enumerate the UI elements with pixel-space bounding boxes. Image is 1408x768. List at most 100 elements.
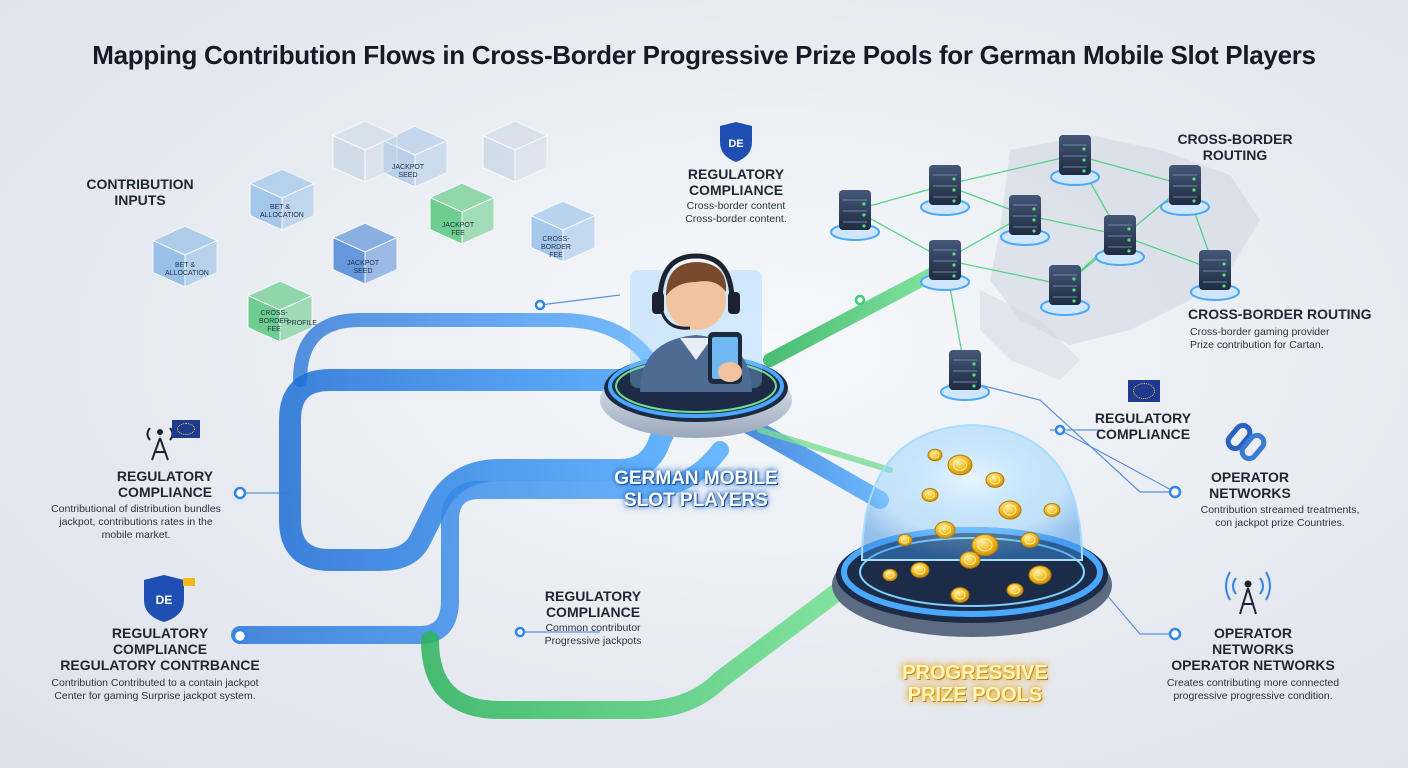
top-regulatory-line1: REGULATORY (687, 166, 785, 182)
coin-icon (927, 448, 943, 462)
operator-2-line3: OPERATOR NETWORKS (1171, 657, 1335, 673)
right-regulatory-label: REGULATORY COMPLIANCE (1080, 410, 1206, 442)
left-regulatory-2-line3: REGULATORY CONTRBANCE (60, 657, 260, 673)
left-regulatory-2-desc-line2: Center for gaming Surprise jackpot syste… (54, 690, 256, 702)
coin-icon (897, 533, 913, 547)
top-regulatory-label: REGULATORY COMPLIANCE (670, 166, 802, 198)
top-regulatory-desc: Cross-border content Cross-border conten… (656, 200, 816, 226)
server-node-icon (1160, 165, 1210, 216)
left-regulatory-2-line1: REGULATORY (111, 625, 209, 641)
cube-label: BET & ALLOCATION (165, 262, 209, 277)
europe-map-south (980, 290, 1080, 380)
routing-top-line2: ROUTING (1202, 147, 1268, 163)
coin-icon (921, 487, 939, 503)
signal-tower-icon-right (1225, 571, 1271, 615)
cube-label: JACKPOT SEED (346, 260, 380, 275)
contribution-cube-icon (246, 280, 314, 343)
operator-2-line1: OPERATOR (1213, 625, 1293, 641)
coin-icon (950, 587, 970, 603)
operator-1-desc-line1: Contribution streamed treatments, (1200, 504, 1360, 516)
green-flow-pool-link (757, 427, 893, 473)
server-nodes (830, 135, 1240, 401)
coin-icon (882, 568, 898, 582)
routing-right-desc: Cross-border gaming provider Prize contr… (1190, 326, 1390, 352)
coin-icon (910, 562, 930, 578)
left-regulatory-1-desc-line1: Contributional of distribution bundles (51, 503, 221, 515)
server-node-icon (940, 350, 990, 401)
server-node-icon (1040, 265, 1090, 316)
left-shield-badge: DE (156, 593, 173, 607)
routing-top-line1: CROSS-BORDER (1177, 131, 1293, 147)
shield-de-icon: DE (720, 122, 752, 162)
prize-node-line1: PROGRESSIVE (902, 662, 1048, 684)
coin-icon (1043, 502, 1061, 518)
contribution-cube-icon (428, 182, 496, 245)
left-regulatory-1-desc: Contributional of distribution bundles j… (36, 503, 236, 542)
server-node-icon (1050, 135, 1100, 186)
operator-2-label: OPERATOR NETWORKS OPERATOR NETWORKS (1160, 625, 1346, 673)
right-regulatory-line1: REGULATORY (1094, 410, 1192, 426)
contribution-inputs-line1: CONTRIBUTION (86, 176, 194, 192)
contribution-cubes (151, 120, 597, 343)
routing-right-desc-line1: Cross-border gaming provider (1190, 326, 1330, 338)
center-regulatory-label: REGULATORY COMPLIANCE (530, 588, 656, 620)
eu-flag-icon-right (1128, 380, 1160, 402)
contribution-cube-icon (481, 120, 549, 183)
contribution-cube-icon (331, 222, 399, 285)
top-regulatory-desc-line2: Cross-border content. (685, 213, 787, 225)
left-regulatory-2-desc: Contribution Contributed to a contain ja… (30, 677, 280, 703)
prize-pool-dome (832, 423, 1112, 637)
coin-icons (882, 448, 1061, 603)
eu-flag-icon (172, 420, 200, 438)
server-node-icon (920, 240, 970, 291)
operator-2-desc-line2: progressive progressive condition. (1173, 690, 1333, 702)
contribution-inputs-line2: INPUTS (114, 192, 166, 208)
contribution-inputs-label: CONTRIBUTION INPUTS (80, 176, 200, 208)
left-regulatory-1-desc-line3: mobile market. (101, 529, 171, 541)
page-title: Mapping Contribution Flows in Cross-Bord… (92, 40, 1316, 70)
central-node-label: GERMAN MOBILE SLOT PLAYERS (584, 468, 808, 512)
signal-tower-icon (146, 427, 174, 461)
shield-de-icon-left: DE (144, 575, 195, 622)
coin-icon (998, 500, 1022, 520)
top-regulatory-line2: COMPLIANCE (688, 182, 784, 198)
phone-icon (708, 332, 742, 384)
operator-2-desc-line1: Creates contributing more connected (1166, 677, 1340, 689)
operator-1-label: OPERATOR NETWORKS (1190, 469, 1310, 501)
connector-dots (232, 294, 1182, 644)
left-regulatory-1-line1: REGULATORY (116, 468, 214, 484)
green-flow-to-routing (763, 263, 947, 367)
operator-2-desc: Creates contributing more connected prog… (1150, 677, 1356, 703)
center-regulatory-desc: Common contributor Progressive jackpots (520, 622, 666, 648)
left-regulatory-1-label: REGULATORY COMPLIANCE (100, 468, 230, 500)
operator-1-desc: Contribution streamed treatments, con ja… (1178, 504, 1382, 530)
server-node-icon (1190, 250, 1240, 301)
coin-icon (971, 533, 999, 557)
routing-right-label: CROSS-BORDER ROUTING (1188, 306, 1372, 322)
left-regulatory-2-line2: COMPLIANCE (112, 641, 208, 657)
contribution-cube-icon (529, 200, 597, 263)
operator-1-desc-line2: con jackpot prize Countries. (1215, 517, 1345, 529)
cube-label: JACKPOT FEE (441, 222, 475, 237)
blue-flow-lower (231, 441, 729, 644)
prize-node-label: PROGRESSIVE PRIZE POOLS (870, 662, 1080, 706)
coin-icon (985, 472, 1005, 488)
left-regulatory-2-label: REGULATORY COMPLIANCE REGULATORY CONTRBA… (40, 625, 280, 673)
cube-label: CROSS-BORDER FEE (259, 310, 289, 333)
contribution-cube-icon (248, 168, 316, 231)
cube-label: BET & ALLOCATION (260, 204, 304, 219)
prize-node-line2: PRIZE POOLS (907, 684, 1043, 706)
left-regulatory-1-desc-line2: jackpot, contributions rates in the (59, 516, 213, 528)
central-node-line2: SLOT PLAYERS (624, 490, 768, 511)
left-regulatory-1-line2: COMPLIANCE (117, 484, 213, 500)
central-node-line1: GERMAN MOBILE (614, 468, 778, 489)
green-flow-bottom (421, 581, 849, 719)
center-regulatory-line2: COMPLIANCE (545, 604, 641, 620)
cube-label: PROFILE (287, 320, 317, 327)
center-regulatory-desc-line2: Progressive jackpots (544, 635, 642, 647)
contribution-cube-icon (151, 225, 219, 288)
center-regulatory-desc-line1: Common contributor (545, 622, 641, 634)
operator-1-line2: NETWORKS (1209, 485, 1291, 501)
coin-icon (1020, 532, 1040, 548)
server-node-icon (1095, 215, 1145, 266)
